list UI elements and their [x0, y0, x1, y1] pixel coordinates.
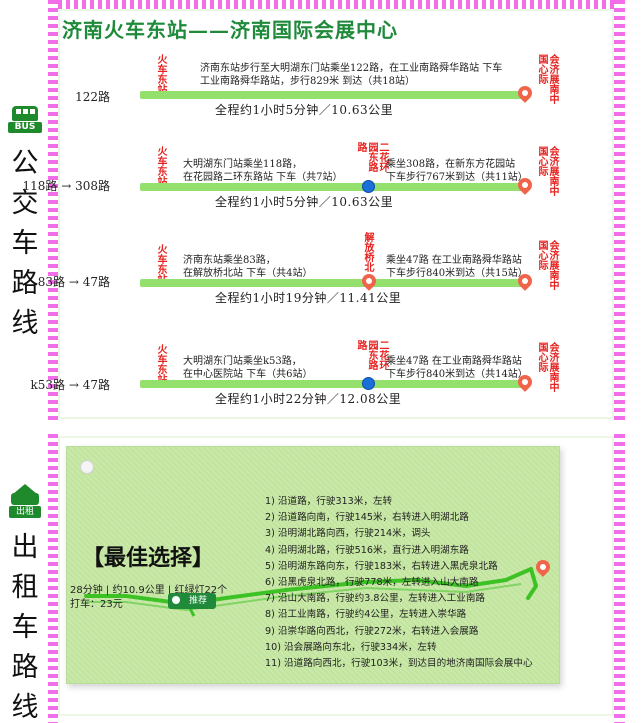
route-summary: 全程约1小时5分钟／10.63公里 — [215, 103, 394, 117]
origin-stop-label: 火车东站 — [155, 344, 166, 384]
destination-stop-label: 会济展南中国心际 — [536, 342, 558, 392]
route-description-second-leg: 乘坐47路 在工业南路舜华路站 下车步行840米到达（共14站） — [386, 355, 528, 381]
transfer-dot-icon — [362, 180, 375, 193]
taxi-route-card — [66, 446, 560, 684]
bus-section-char: 路 — [11, 268, 39, 299]
taxi-step: 2) 沿道路向南，行驶145米，右转进入明湖北路 — [265, 512, 469, 524]
taxi-step: 3) 沿明湖北路向西，行驶214米，调头 — [265, 528, 431, 540]
taxi-step: 8) 沿工业南路，行驶约4公里，左转进入崇华路 — [265, 609, 467, 621]
route-summary: 全程约1小时5分钟／10.63公里 — [215, 195, 394, 209]
origin-stop-label: 火车东站 — [155, 54, 166, 94]
bus-panel — [58, 9, 614, 419]
taxi-step: 7) 沿山大南路，行驶约3.8公里，左转进入工业南路 — [265, 593, 486, 605]
bus-section-label: BUS 公 交 车 路 线 — [0, 104, 50, 344]
page-title: 济南火车东站——济南国际会展中心 — [62, 18, 398, 42]
taxi-section-char: 路 — [11, 652, 39, 683]
right-decor-strip-bus — [614, 0, 625, 423]
route-desc-line: 在解放桥北站 下车（共4站） — [183, 268, 313, 279]
bus-section-title: 公 交 车 路 线 — [12, 144, 39, 344]
transfer-stop-label: 二花环园东路路 — [355, 340, 388, 370]
route-desc-line: 下车步行840米到达（共14站） — [386, 369, 528, 380]
taxi-badge-text: 出租 — [9, 506, 41, 518]
taxi-fare: 打车：23元 — [70, 599, 123, 610]
origin-stop-label: 火车东站 — [155, 146, 166, 186]
taxi-step: 1) 沿道路，行驶313米，左转 — [265, 496, 393, 507]
taxi-step: 9) 沿崇华路向西北，行驶272米，右转进入会展路 — [265, 625, 479, 637]
route-desc-line: 大明湖东门站乘坐118路， — [183, 159, 303, 170]
route-summary: 全程约1小时22分钟／12.08公里 — [215, 392, 402, 406]
route-desc-line: 下车步行767米到达（共11站） — [386, 172, 528, 183]
route-description-second-leg: 乘坐308路，在新东方花园站 下车步行767米到达（共11站） — [386, 158, 528, 184]
right-decor-strip-taxi — [614, 434, 625, 723]
left-decor-strip-taxi — [48, 434, 58, 723]
route-line — [140, 183, 525, 191]
recommended-tag: 推荐 — [168, 593, 216, 609]
taxi-step: 5) 沿明湖东路向东，行驶183米，右转进入黑虎泉北路 — [265, 560, 498, 572]
route-desc-line: 乘坐47路 在工业南路舜华路站 — [386, 255, 522, 266]
bus-section-char: 线 — [11, 308, 39, 339]
route-description-second-leg: 乘坐47路 在工业南路舜华路站 下车步行840米到达（共15站） — [386, 254, 528, 280]
route-name: 83路 → 47路 — [37, 275, 110, 289]
transfer-dot-icon — [362, 377, 375, 390]
route-name: 118路 → 308路 — [22, 179, 111, 193]
transfer-stop-label: 解放桥北 — [362, 232, 373, 272]
taxi-section-char: 线 — [11, 692, 39, 723]
route-desc-line: 乘坐308路，在新东方花园站 — [386, 159, 516, 170]
route-desc-line: 大明湖东门站乘坐k53路， — [183, 356, 302, 367]
taxi-route-path-shadow — [86, 583, 522, 612]
top-decor-strip — [58, 0, 614, 9]
left-decor-strip-bus — [48, 0, 58, 423]
route-name: 122路 — [75, 90, 110, 104]
destination-stop-label: 会济展南中国心际 — [536, 54, 558, 104]
taxi-step: 11) 沿道路向西北，行驶103米，到达目的地济南国际会展中心 — [265, 658, 533, 670]
card-hole-decor — [80, 460, 94, 474]
bus-badge-text: BUS — [8, 122, 42, 133]
origin-stop-label: 火车东站 — [155, 244, 166, 284]
route-desc-line: 乘坐47路 在工业南路舜华路站 — [386, 356, 522, 367]
route-description-first-leg: 大明湖东门站乘坐k53路， 在中心医院站 下车（共6站） — [183, 355, 313, 381]
transfer-stop-label: 二花环园东路路 — [355, 142, 388, 172]
taxi-section-title: 出 租 车 路 线 — [12, 528, 39, 723]
taxi-section-label: 出租 出 租 车 路 线 — [0, 484, 50, 723]
route-summary: 全程约1小时19分钟／11.41公里 — [215, 291, 402, 305]
destination-stop-label: 会济展南中国心际 — [536, 240, 558, 290]
route-line — [140, 91, 525, 99]
taxi-section-char: 出 — [11, 532, 39, 563]
taxi-trip-distance-time: 28分钟 | 约10.9公里 | 红绿灯22个 — [70, 585, 228, 596]
taxi-section-char: 租 — [11, 572, 39, 603]
route-desc-line: 在中心医院站 下车（共6站） — [183, 369, 313, 380]
route-desc-line: 下车步行840米到达（共15站） — [386, 268, 528, 279]
taxi-step-list: 1) 沿道路，行驶313米，左转 2) 沿道路向南，行驶145米，右转进入明湖北… — [265, 494, 533, 672]
taxi-icon: 出租 — [8, 484, 42, 518]
taxi-section-char: 车 — [11, 612, 39, 643]
route-description: 济南东站步行至大明湖东门站乘坐122路，在工业南路舜华路站 下车 工业南路舜华路… — [200, 62, 502, 88]
best-choice-heading: 【最佳选择】 — [82, 546, 215, 571]
route-description-first-leg: 济南东站乘坐83路， 在解放桥北站 下车（共4站） — [183, 254, 313, 280]
route-line — [140, 279, 525, 287]
taxi-step: 10) 沿会展路向东北，行驶334米，左转 — [265, 641, 437, 653]
bus-section-char: 公 — [11, 148, 39, 179]
bus-section-char: 车 — [11, 228, 39, 259]
taxi-step: 6) 沿黑虎泉北路，行驶778米，左转进入山大南路 — [265, 577, 479, 589]
route-line — [140, 380, 525, 388]
taxi-step: 4) 沿明湖北路，行驶516米，直行进入明湖东路 — [265, 544, 469, 556]
route-name: k53路 → 47路 — [30, 378, 111, 392]
taxi-trip-info: 28分钟 | 约10.9公里 | 红绿灯22个 打车：23元 — [70, 584, 227, 612]
route-desc-line: 济南东站乘坐83路， — [183, 255, 276, 266]
bus-icon: BUS — [8, 104, 42, 134]
route-description-first-leg: 大明湖东门站乘坐118路， 在花园路二环东路站 下车（共7站） — [183, 158, 343, 184]
route-desc-line: 工业南路舜华路站，步行829米 到达（共18站） — [200, 76, 415, 87]
bus-section-char: 交 — [11, 188, 39, 219]
route-desc-line: 在花园路二环东路站 下车（共7站） — [183, 172, 343, 183]
destination-stop-label: 会济展南中国心际 — [536, 146, 558, 196]
route-desc-line: 济南东站步行至大明湖东门站乘坐122路，在工业南路舜华路站 下车 — [200, 63, 503, 74]
